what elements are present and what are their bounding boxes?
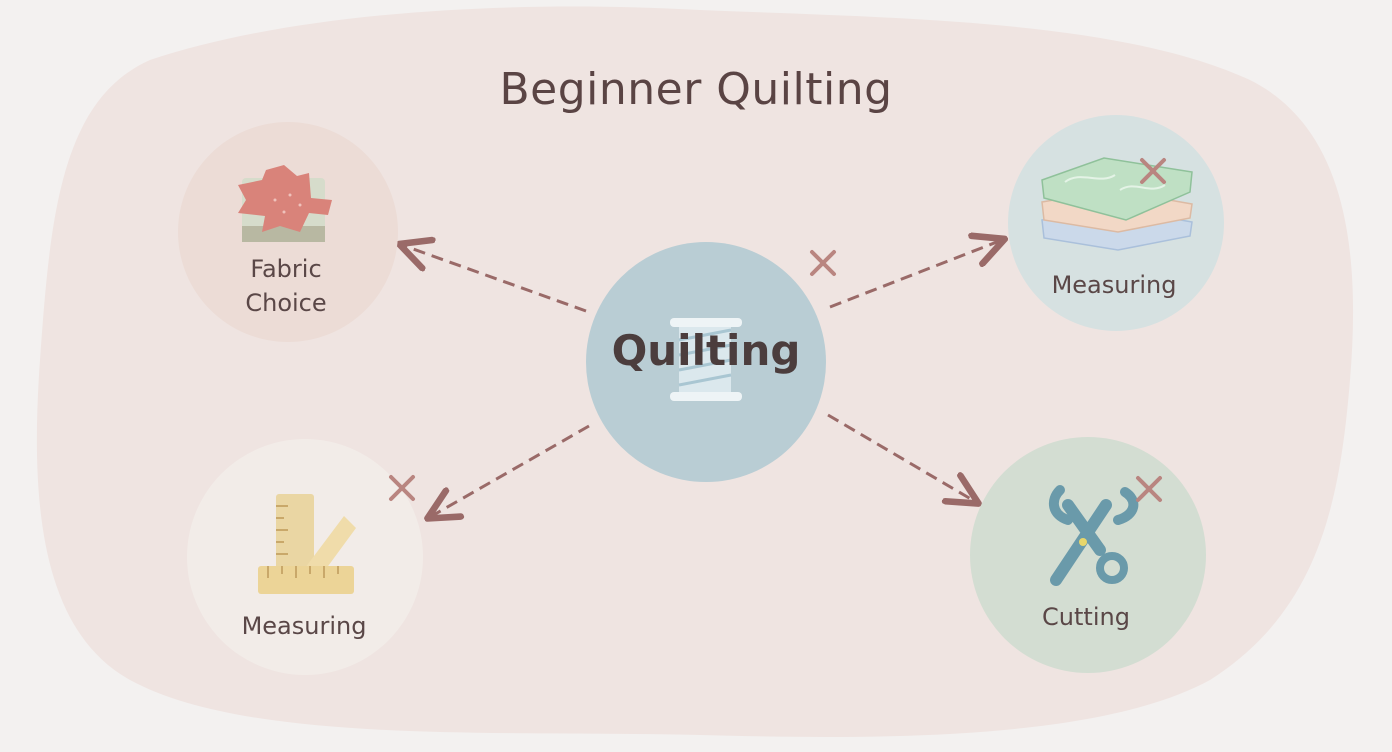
fabric-choice-label-line1: Fabric <box>250 255 322 283</box>
arrow-to-fabric-choice <box>402 245 587 313</box>
fabric-swatch-icon <box>238 165 332 242</box>
arrow-to-measuring-top <box>829 240 1002 309</box>
fabric-choice-label-line2: Choice <box>245 289 327 317</box>
cross-mark-icon <box>810 250 836 276</box>
measuring-bottom-label: Measuring <box>241 612 367 640</box>
fabric-choice-label: Fabric Choice <box>188 252 384 320</box>
scissors-icon <box>1048 485 1139 586</box>
cross-mark-icon <box>389 475 415 501</box>
measuring-top-label: Measuring <box>1051 271 1177 299</box>
thread-spool-icon <box>670 318 742 401</box>
quilting-label: Quilting <box>611 326 801 375</box>
arrow-to-measuring-bottom <box>430 424 590 517</box>
cross-mark-icon <box>1136 476 1162 502</box>
fabric-stack-icon <box>1041 157 1193 251</box>
cutting-node <box>970 437 1206 673</box>
arrow-to-cutting <box>827 413 976 502</box>
diagram-title: Beginner Quilting <box>499 64 893 115</box>
cutting-label: Cutting <box>1042 603 1130 631</box>
cross-mark-icon <box>1140 158 1166 184</box>
ruler-icon <box>258 494 356 594</box>
